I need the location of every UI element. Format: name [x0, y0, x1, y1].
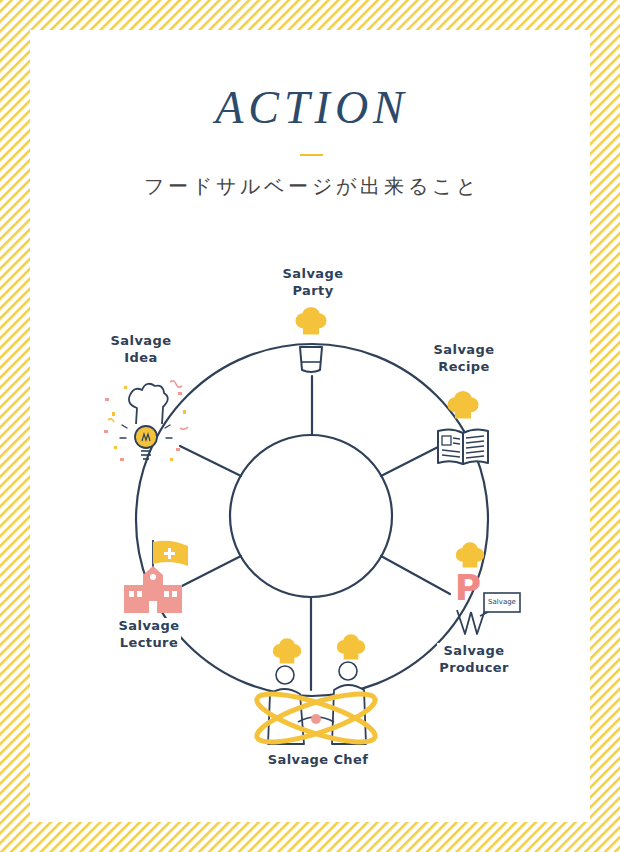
chef-hat	[456, 542, 484, 567]
action-label: Salvage Lecture	[117, 618, 182, 652]
outer-ring	[136, 344, 488, 696]
title-rule	[300, 154, 323, 156]
action-label: Salvage Party	[281, 266, 346, 300]
action-item: Salvage Party	[281, 266, 346, 300]
book-page	[463, 429, 488, 464]
idea-icon	[104, 381, 188, 461]
chef-head	[339, 662, 357, 680]
sign-board	[484, 593, 520, 612]
spoke	[310, 597, 312, 690]
chef-hat	[337, 634, 365, 659]
wheel	[136, 344, 488, 696]
rays	[120, 425, 172, 438]
sign-text: Salvage	[488, 599, 516, 606]
bulb-base	[141, 451, 151, 459]
handshake	[311, 714, 321, 724]
ribbon	[252, 685, 379, 752]
white-panel	[30, 30, 590, 822]
cup	[300, 347, 322, 372]
producer-suit	[457, 610, 485, 634]
chef-hat	[295, 307, 326, 335]
spoke	[381, 446, 440, 476]
lecture-icon	[124, 540, 188, 613]
action-label: Salvage Recipe	[432, 342, 497, 376]
windows	[129, 591, 177, 613]
action-label: Salvage Idea	[109, 333, 174, 367]
chef-hat	[273, 638, 301, 663]
action-item: Salvage Producer	[437, 643, 511, 677]
chef-icon	[252, 634, 379, 751]
recipe-icon	[438, 391, 488, 464]
book-lines	[442, 436, 484, 458]
building-tower	[143, 566, 163, 586]
action-item: Salvage Recipe	[432, 342, 497, 376]
hat-outline	[129, 384, 168, 424]
spoke	[381, 556, 450, 594]
spoke	[180, 446, 241, 476]
action-item: Salvage Lecture	[117, 618, 182, 652]
ribbon	[252, 685, 379, 752]
clock	[150, 574, 156, 580]
spoke	[311, 376, 313, 435]
light-bulb	[135, 426, 157, 448]
page-title: ACTION	[215, 81, 409, 134]
chef-head	[276, 666, 294, 684]
action-label: Salvage Chef	[266, 752, 371, 769]
cup-line	[302, 361, 320, 363]
action-item: Salvage Idea	[109, 333, 174, 367]
action-label: Salvage Producer	[437, 643, 511, 677]
flag	[153, 541, 188, 566]
inner-circle	[230, 435, 392, 597]
chef-hat	[447, 391, 478, 419]
flag-cross	[164, 548, 175, 559]
party-icon	[295, 307, 326, 372]
producer-letter: P	[455, 570, 481, 606]
subtitle: フードサルベージが出来ること	[144, 176, 480, 196]
filament	[142, 434, 150, 441]
action-item: Salvage Chef	[266, 752, 371, 769]
book-page	[438, 429, 463, 464]
building	[124, 585, 182, 613]
confetti	[104, 381, 188, 461]
